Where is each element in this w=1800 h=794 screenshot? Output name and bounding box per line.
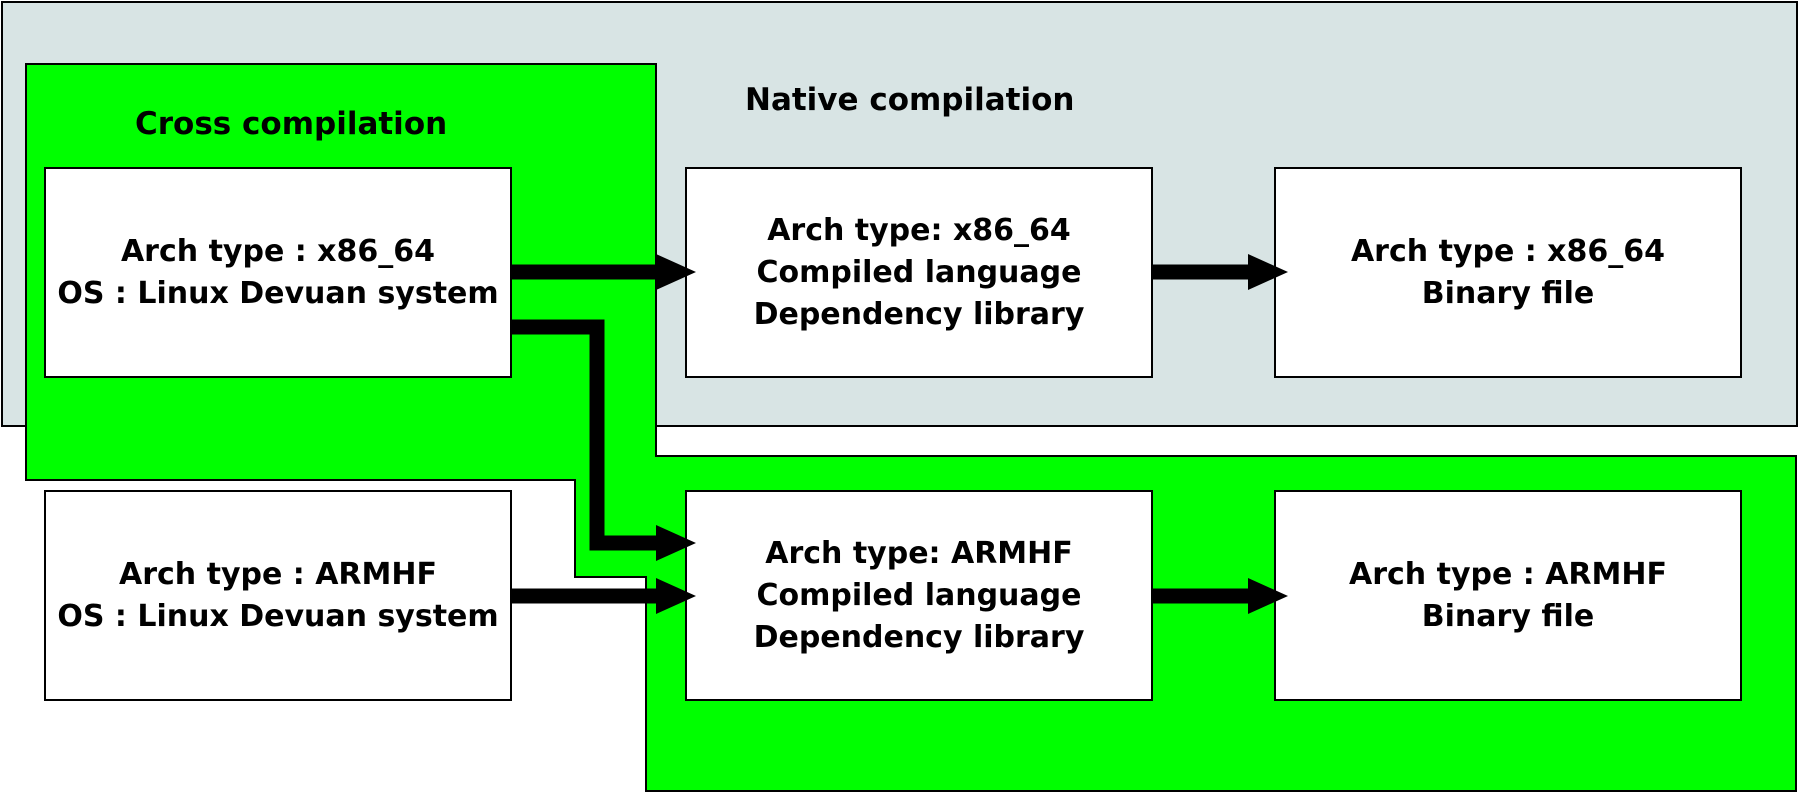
host-x86-arch: Arch type : x86_64 bbox=[120, 233, 436, 269]
compile-armhf-library: Dependency library bbox=[753, 619, 1085, 655]
binary-x86-file: Binary file bbox=[1421, 275, 1595, 311]
host-x86-os: OS : Linux Devuan system bbox=[57, 275, 499, 311]
binary-x86-box: Arch type : x86_64 Binary file bbox=[1274, 167, 1742, 378]
compile-armhf-box: Arch type: ARMHF Compiled language Depen… bbox=[685, 490, 1153, 701]
host-x86-box: Arch type : x86_64 OS : Linux Devuan sys… bbox=[44, 167, 512, 378]
compile-x86-library: Dependency library bbox=[753, 296, 1085, 332]
arrowhead-compile-armhf-native bbox=[656, 578, 696, 614]
binary-armhf-arch: Arch type : ARMHF bbox=[1349, 556, 1667, 592]
compile-x86-arch: Arch type: x86_64 bbox=[767, 212, 1071, 248]
binary-armhf-file: Binary file bbox=[1421, 598, 1595, 634]
cross-compilation-title: Cross compilation bbox=[135, 106, 448, 142]
arrowhead-compile-armhf-cross bbox=[656, 525, 696, 561]
binary-armhf-box: Arch type : ARMHF Binary file bbox=[1274, 490, 1742, 701]
arrow-host-x86-to-compile-armhf bbox=[512, 319, 658, 551]
host-armhf-box: Arch type : ARMHF OS : Linux Devuan syst… bbox=[44, 490, 512, 701]
arrowhead-binary-x86 bbox=[1248, 254, 1288, 290]
arrowhead-binary-armhf bbox=[1248, 578, 1288, 614]
arrowhead-compile-x86 bbox=[656, 254, 696, 290]
binary-x86-arch: Arch type : x86_64 bbox=[1350, 233, 1666, 269]
compile-x86-language: Compiled language bbox=[756, 254, 1082, 290]
compile-armhf-arch: Arch type: ARMHF bbox=[765, 535, 1073, 571]
compile-armhf-language: Compiled language bbox=[756, 577, 1082, 613]
native-compilation-title: Native compilation bbox=[745, 82, 1075, 118]
compile-x86-box: Arch type: x86_64 Compiled language Depe… bbox=[685, 167, 1153, 378]
host-armhf-arch: Arch type : ARMHF bbox=[119, 556, 437, 592]
host-armhf-os: OS : Linux Devuan system bbox=[57, 598, 499, 634]
